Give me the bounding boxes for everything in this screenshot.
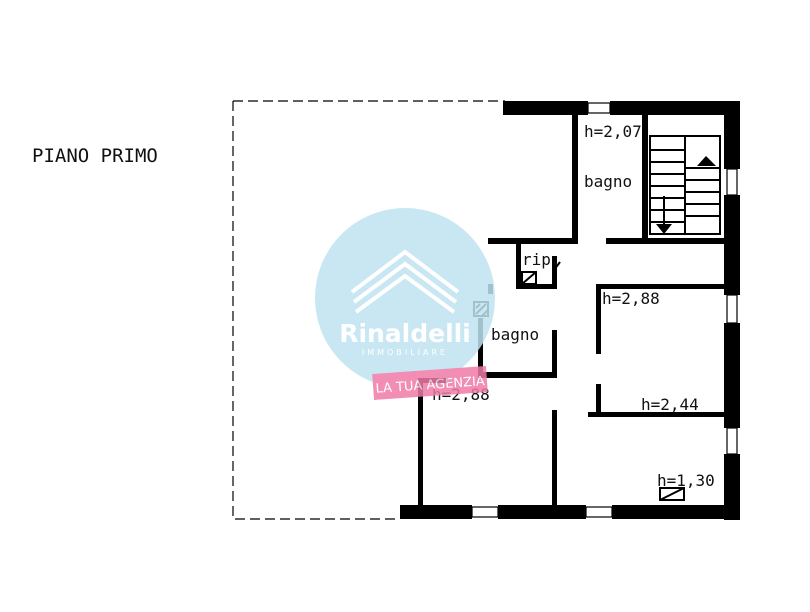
watermark-brand: Rinaldelli <box>339 319 471 348</box>
interior-walls <box>418 113 726 507</box>
dashed-outline <box>232 100 505 520</box>
room-height-right-upper: h=2,88 <box>602 289 660 308</box>
watermark-circle <box>315 208 495 388</box>
agency-watermark: Rinaldelli IMMOBILIARE LA TUA AGENZIA <box>315 208 495 400</box>
room-height-right-lower: h=2,44 <box>641 395 699 414</box>
window-bottom-2 <box>585 506 613 518</box>
building-logo-icon <box>350 249 460 314</box>
window-top <box>587 102 611 114</box>
closet-shelf-icon <box>521 271 537 285</box>
room-bathroom-middle: bagno <box>491 325 539 344</box>
window-bottom-1 <box>471 506 499 518</box>
stair-arrow-down-icon <box>656 224 672 234</box>
room-bathroom-top: bagno <box>584 172 632 191</box>
exterior-walls <box>400 101 740 520</box>
watermark-tag <box>372 366 488 400</box>
window-right-2 <box>726 294 738 324</box>
room-height-bottom: h=1,30 <box>657 471 715 490</box>
window-right-1 <box>726 168 738 196</box>
low-ceiling-hatch-icon <box>659 487 685 501</box>
watermark-subtitle: IMMOBILIARE <box>362 348 448 357</box>
window-right-3 <box>726 427 738 455</box>
room-height-top: h=2,07 <box>584 122 642 141</box>
stair-arrow-up-icon <box>697 156 716 166</box>
staircase <box>649 135 721 235</box>
floor-title: PIANO PRIMO <box>32 145 158 167</box>
room-storage: rip. <box>522 250 561 269</box>
